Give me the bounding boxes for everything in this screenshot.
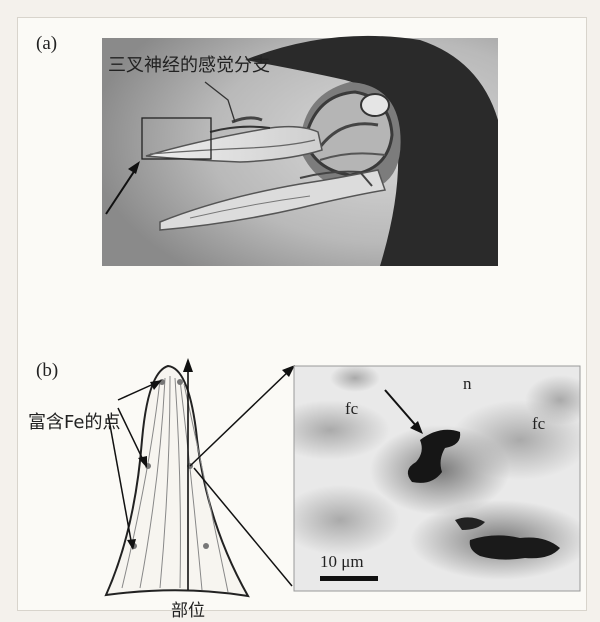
micro-label-fc-left: fc [345, 399, 358, 419]
scale-bar-label: 10 μm [320, 552, 364, 572]
micro-label-fc-right: fc [532, 414, 545, 434]
micro-label-n: n [463, 374, 472, 394]
